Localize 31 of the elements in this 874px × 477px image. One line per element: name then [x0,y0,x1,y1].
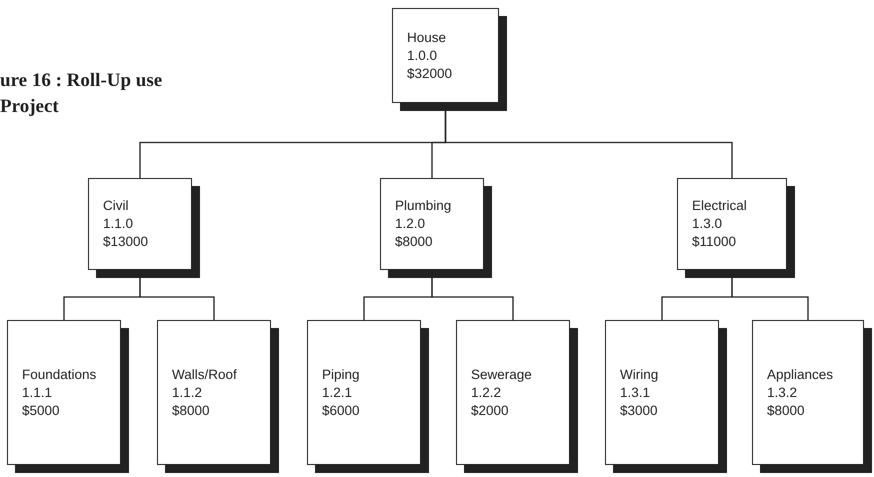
box-text: $32000 [407,64,454,82]
box-text: 1.1.0 [103,215,134,233]
box-text: 1.2.0 [395,215,426,233]
box-text: $6000 [322,402,361,420]
box-text: 1.2.1 [322,384,354,402]
box-text: Plumbing [395,197,452,215]
box-text: Appliances [767,366,834,384]
box-text: $2000 [471,402,510,420]
box-text: Electrical [692,197,748,215]
box-text: $5000 [22,402,61,420]
box-text: 1.3.0 [692,215,724,233]
box-text: $13000 [103,233,150,251]
box-text: Foundations [22,366,98,384]
box-text: 1.0.0 [407,46,438,64]
box-text: 1.2.2 [471,384,502,402]
box-text: Civil [103,197,130,215]
box-text: House [407,28,448,46]
box-text: $8000 [395,233,434,251]
figure-title: ure 16 : Roll-Up use Project [0,69,164,119]
box-text: Wiring [620,366,660,384]
box-text: 1.3.1 [620,384,652,402]
box-text: Walls/Roof [172,366,238,384]
box-text: 1.3.2 [767,384,798,402]
box-text: $8000 [172,402,211,420]
box-text: $8000 [767,402,806,420]
box-text: Sewerage [471,366,533,384]
box-text: Piping [322,366,361,384]
box-text: 1.1.2 [172,384,204,402]
box-text: 1.1.1 [22,384,54,402]
box-text: $3000 [620,402,659,420]
box-text: $11000 [692,233,738,251]
